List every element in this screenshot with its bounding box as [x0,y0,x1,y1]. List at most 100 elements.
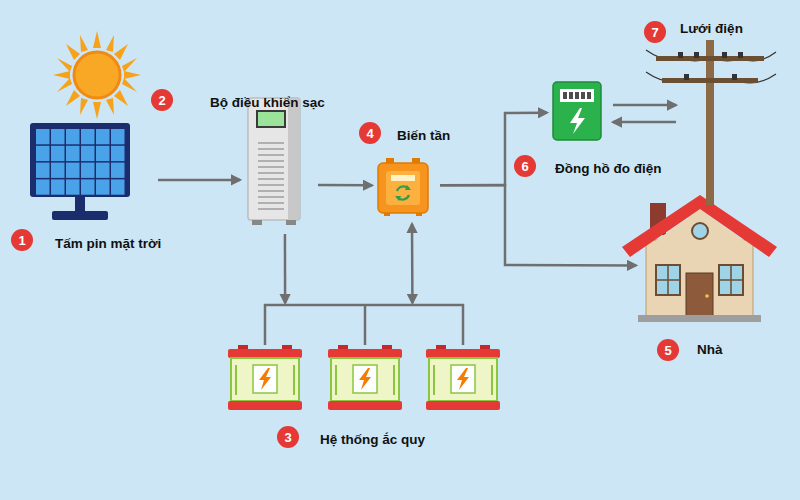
panel-cell [66,146,80,161]
panel-cell [111,129,125,144]
controller-display [258,112,284,126]
panel-cell [36,179,50,194]
house-window-bar [719,265,743,295]
component-label: Biến tần [397,128,450,143]
grid-insulator [732,74,737,80]
meter-digit [581,92,585,99]
panel-cell [111,163,125,178]
house-roof [622,195,777,257]
house-round-window [692,223,708,239]
callout-number: 5 [657,339,679,361]
component-label: Hệ thống ắc quy [320,432,425,447]
flow-arrow [613,121,676,124]
meter-digit [587,92,591,99]
panel-cell [66,179,80,194]
panel-cell [96,163,110,178]
component-node: 2Bộ điều khiển sạc [248,98,300,226]
sun-ray [122,78,137,92]
flow-arrow [613,104,676,107]
panel-cell [81,179,95,194]
inverter-foot [384,213,390,216]
panel-base [52,211,108,220]
house-icon [622,195,777,323]
sun-ray [106,35,114,52]
component-label: Nhà [697,342,723,357]
panel-cell [36,129,50,144]
house-window-bar [656,265,680,295]
inverter-body [378,163,428,213]
sun-symbol [53,31,141,119]
sun-ray [57,78,72,92]
flow-arrow [440,113,547,186]
meter-digit [575,92,579,99]
house-wall [646,240,753,318]
inverter-foot [416,213,422,216]
controller-screen [256,110,286,128]
sun-disc [74,52,120,98]
controller-body [248,98,300,220]
sun-ray [80,35,88,52]
controller-vent [258,142,284,144]
sun-ray [53,71,70,79]
controller-vent [258,178,284,180]
panel-cell [111,146,125,161]
panel-cell [111,179,125,194]
flow-arrow [411,224,414,303]
meter-body [553,82,601,140]
grid-insulator [738,52,743,58]
panel-cell [51,179,65,194]
callout-number: 7 [644,21,666,43]
flow-arrow [440,185,636,265]
panel-cell [66,129,80,144]
callout-number: 2 [151,89,173,111]
house-window [656,265,680,295]
panel-cell [51,129,65,144]
house-window [719,265,743,295]
sun-ray [124,71,141,79]
sun-ray [106,98,114,115]
panel-cell [36,146,50,161]
flow-arrow [284,234,287,303]
panel-cell [51,146,65,161]
meter-digit [569,92,573,99]
panel-cell [96,179,110,194]
component-node: 6Đồng hồ đo điện [553,82,601,140]
meter-bolt [570,108,585,134]
component-node: 7Lưới điện [678,40,742,205]
callout-number: 3 [277,426,299,448]
inverter-screen [391,175,415,181]
sun-ray [66,44,80,60]
controller-vent [258,160,284,162]
grid-crossarm [662,78,758,83]
panel-stand [75,197,85,211]
sun-ray [122,58,137,72]
grid-insulator [722,52,727,58]
meter-screen [560,89,594,102]
grid-insulator [684,74,689,80]
batteries-icon [228,345,500,410]
callout-number: 6 [514,155,536,177]
sun-ray [80,98,88,115]
flow-arrow [318,184,372,187]
controller-vent [258,154,284,156]
house-door [686,273,713,317]
battery-symbol [426,345,500,410]
flow-arrow [158,179,240,182]
inverter-panel [386,171,420,205]
panel-cell [81,129,95,144]
controller-vent [258,166,284,168]
callout-number: 4 [359,122,381,144]
panel-cell [66,163,80,178]
panel-cell [81,146,95,161]
sun-ray [93,102,101,119]
battery-symbol [228,345,302,410]
inverter-cycle-head [405,185,411,190]
sun-rays [53,31,141,119]
house-base [638,315,761,322]
component-label: Bộ điều khiển sạc [210,95,325,110]
component-node: 4Biến tần [378,158,428,216]
controller-vent [258,184,284,186]
sun-ray [66,90,80,106]
grid-pole [706,40,714,205]
